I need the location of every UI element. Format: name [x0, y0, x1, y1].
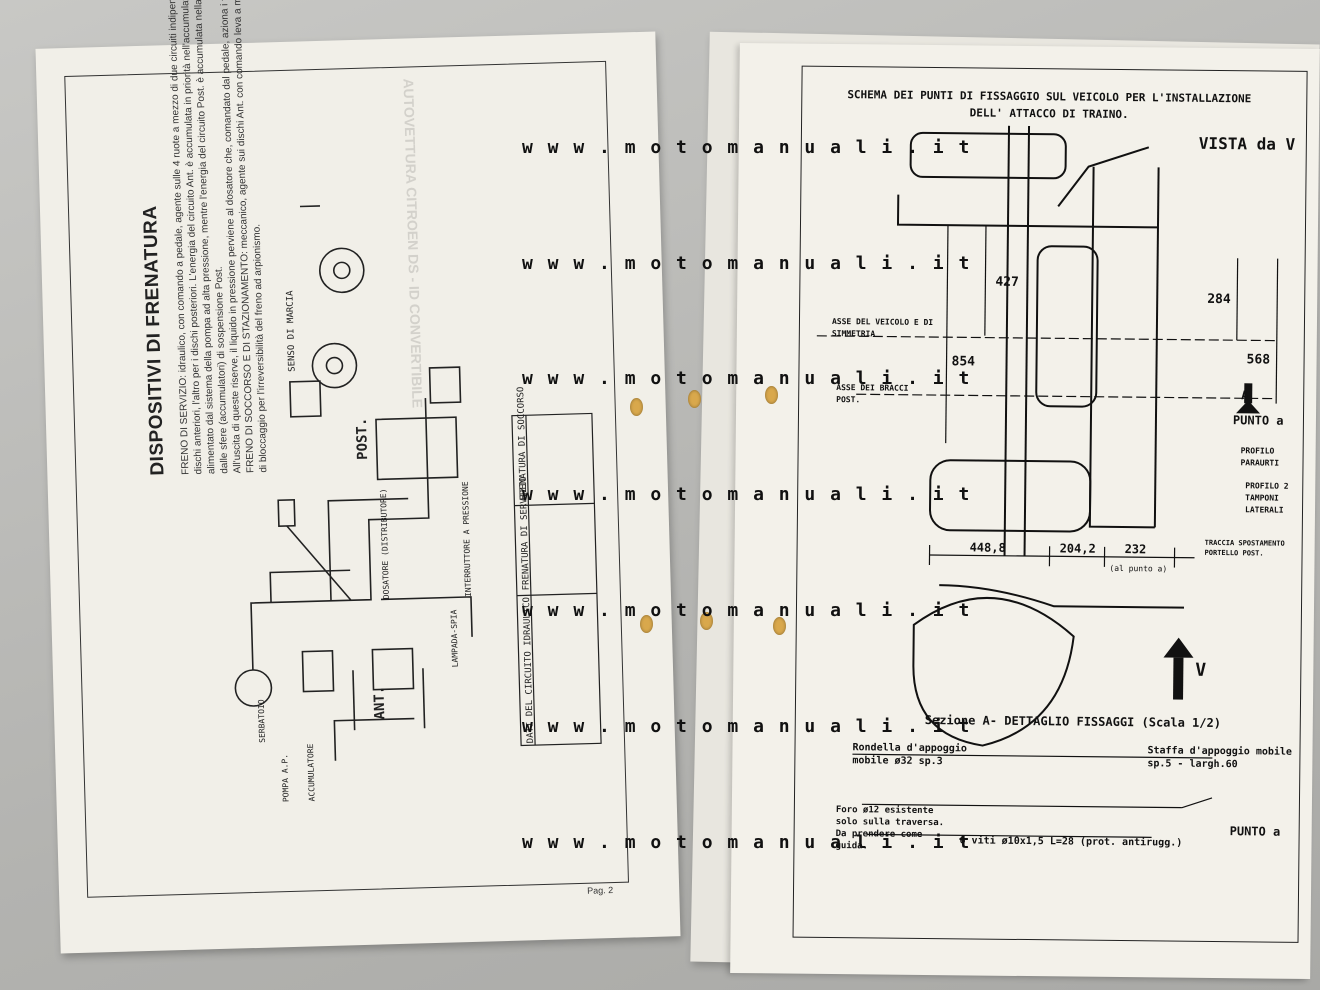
screws-label: 6 viti ø10x1,5 L=28 (prot. antirugg.) — [959, 835, 1183, 849]
dim-note: (al punto a) — [1109, 564, 1167, 574]
label-ant: ANT. — [371, 686, 388, 720]
v-marker: V — [1195, 659, 1207, 681]
label-pressure-switch: INTERRUTTORE A PRESSIONE — [461, 481, 473, 597]
watermark: w w w . m o t o m a n u a l i . i t — [522, 137, 972, 158]
table-hydraulic-title: DATI DEL CIRCUITO IDRAULICO — [522, 597, 536, 744]
axis-label: ASSE DEL VEICOLO E DI SIMMETRIA — [831, 316, 934, 339]
point-a-detail-label: PUNTO a — [1229, 824, 1281, 839]
page-number: Pag. 2 — [587, 885, 614, 896]
table-reserve-title: FRENATURA DI SOCCORSO — [516, 386, 529, 500]
binder-hole — [688, 390, 701, 408]
watermark: w w w . m o t o m a n u a l i . i t — [522, 253, 972, 274]
binder-hole — [773, 617, 786, 635]
watermark: w w w . m o t o m a n u a l i . i t — [522, 832, 972, 853]
brake-schematic: POST. ANT. SENSO DI MARCIA SERBATOIO POM… — [234, 205, 602, 802]
tow-hitch-diagram: 427 854 284 568 448,8 204,2 232 (al punt… — [816, 125, 1279, 838]
point-a-label: PUNTO a — [1232, 413, 1284, 428]
label-post: POST. — [354, 417, 371, 460]
door-trace-label: TRACCIA SPOSTAMENTO PORTELLO POST. — [1204, 538, 1285, 558]
dim-204-2: 204,2 — [1060, 541, 1096, 555]
table-service-title: FRENATURA DI SERVIZIO — [519, 476, 532, 590]
watermark: w w w . m o t o m a n u a l i . i t — [522, 600, 972, 621]
label-doser: DOSATORE (DISTRIBUTORE) — [379, 488, 391, 599]
dim-854: 854 — [951, 354, 975, 369]
label-reservoir: SERBATOIO — [257, 699, 267, 743]
bumper-profile-label: PROFILO PARAURTI — [1240, 446, 1280, 468]
side-buffers-label: PROFILO 2 TAMPONI LATERALI — [1244, 481, 1289, 515]
dim-568: 568 — [1247, 352, 1271, 367]
left-page: AUTOVETTURA CITROEN DS - ID CONVERTIBILE… — [35, 0, 681, 954]
section-a-marker: A — [1241, 388, 1249, 403]
view-label: VISTA da V — [1198, 133, 1296, 154]
watermark: w w w . m o t o m a n u a l i . i t — [522, 716, 972, 737]
binder-hole — [700, 612, 713, 630]
bracket-label: Staffa d'appoggio mobile sp.5 - largh.60 — [1147, 745, 1293, 771]
binder-hole — [630, 398, 643, 416]
dim-232: 232 — [1125, 542, 1147, 556]
label-accumulator: ACCUMULATORE — [306, 743, 317, 801]
label-warning-lamp: LAMPADA-SPIA — [449, 609, 460, 667]
dim-284: 284 — [1207, 292, 1231, 307]
label-pump: POMPA A.P. — [280, 754, 290, 802]
watermark: w w w . m o t o m a n u a l i . i t — [522, 368, 972, 389]
label-direction: SENSO DI MARCIA — [285, 290, 297, 372]
binder-hole — [765, 386, 778, 404]
watermark: w w w . m o t o m a n u a l i . i t — [522, 484, 972, 505]
washer-label: Rondella d'appoggio mobile ø32 sp.3 — [852, 742, 967, 768]
dim-448-8: 448,8 — [970, 540, 1006, 554]
binder-hole — [640, 615, 653, 633]
dim-427: 427 — [995, 275, 1019, 290]
right-page: SCHEMA DEI PUNTI DI FISSAGGIO SUL VEICOL… — [730, 42, 1320, 980]
